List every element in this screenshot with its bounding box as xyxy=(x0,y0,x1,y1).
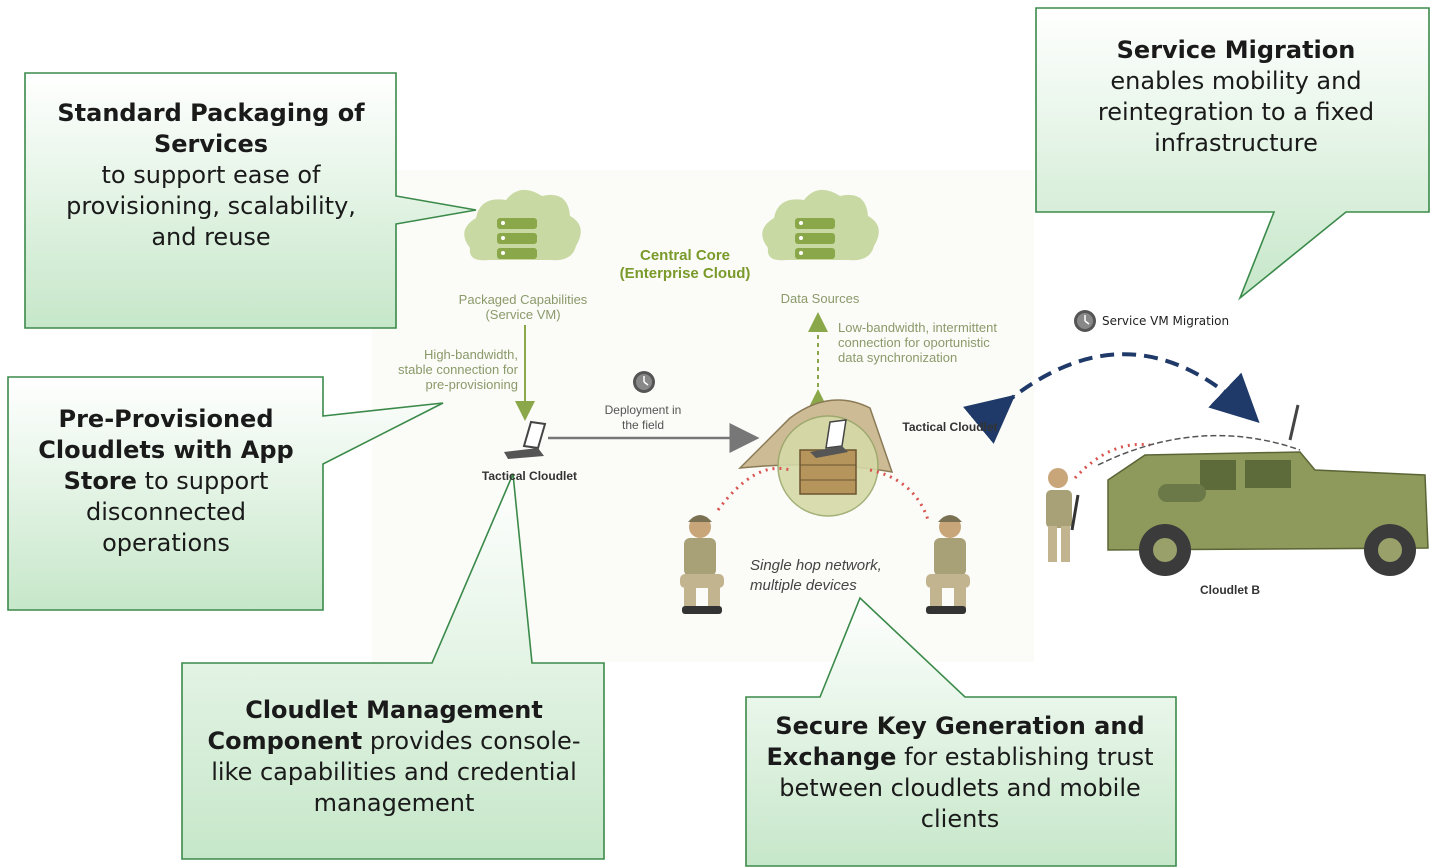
migration-clock-icon xyxy=(1074,310,1096,332)
callout-standard-packaging: Standard Packaging of Services to suppor… xyxy=(40,98,382,253)
callout-cloudlet-mgmt-body: provides console-like capabilities and c… xyxy=(211,727,581,817)
callout-pre-provisioned-title: Pre-Provisioned Cloudlets with App Store xyxy=(38,405,294,495)
humvee-icon xyxy=(1097,404,1429,576)
callout-secure-key-shape xyxy=(745,596,1177,867)
high-bandwidth-label: High-bandwidth, stable connection for pr… xyxy=(398,347,518,392)
tactical-cloudlet-left-label: Tactical Cloudlet xyxy=(481,469,578,483)
service-vm-migration-label: Service VM Migration xyxy=(1102,314,1230,328)
data-sources-label: Data Sources xyxy=(780,291,860,306)
packaged-capabilities-cloud-icon xyxy=(464,189,581,261)
packaged-capabilities-label: Packaged Capabilities (Service VM) xyxy=(458,292,588,322)
callout-pre-provisioned: Pre-Provisioned Cloudlets with App Store… xyxy=(26,404,306,559)
deployment-label: Deployment in the field xyxy=(604,403,682,432)
soldier-right-icon xyxy=(926,515,970,614)
callout-standard-packaging-shape xyxy=(24,72,477,329)
tent-icon xyxy=(737,399,894,517)
callout-pre-provisioned-body: to support disconnected operations xyxy=(85,467,269,557)
callout-pre-provisioned-shape xyxy=(7,376,444,611)
callout-standard-packaging-title: Standard Packaging of Services xyxy=(57,99,365,158)
callout-service-migration-title: Service Migration xyxy=(1116,36,1356,64)
callout-service-migration: Service Migration enables mobility and r… xyxy=(1076,35,1396,159)
tactical-cloudlet-right-label: Tactical Cloudlet xyxy=(902,420,998,434)
callout-cloudlet-mgmt: Cloudlet Management Component provides c… xyxy=(198,695,590,819)
central-core-label: Central Core (Enterprise Cloud) xyxy=(619,247,751,282)
network-link-left xyxy=(716,466,791,511)
cloudlet-b-label: Cloudlet B xyxy=(1200,583,1260,597)
callout-standard-packaging-body: to support ease of provisioning, scalabi… xyxy=(66,161,356,251)
deployment-clock-icon xyxy=(633,371,655,393)
soldier-vehicle-icon xyxy=(1046,468,1080,562)
callout-service-migration-shape xyxy=(1035,7,1430,301)
migration-arrow xyxy=(963,352,1260,444)
data-sources-cloud-icon xyxy=(762,189,879,261)
callout-secure-key-title: Secure Key Generation and Exchange xyxy=(766,712,1145,771)
callout-secure-key: Secure Key Generation and Exchange for e… xyxy=(760,711,1160,835)
soldier-left-icon xyxy=(680,515,724,614)
callout-cloudlet-mgmt-shape xyxy=(181,473,605,860)
callout-secure-key-body: for establishing trust between cloudlets… xyxy=(779,743,1154,833)
callout-cloudlet-mgmt-title: Cloudlet Management Component xyxy=(207,696,543,755)
single-hop-label: Single hop network, multiple devices xyxy=(750,557,882,594)
laptop-icon xyxy=(504,420,547,459)
callout-service-migration-body: enables mobility and reintegration to a … xyxy=(1097,67,1375,157)
network-link-vehicle xyxy=(1073,442,1151,480)
low-bandwidth-label: Low-bandwidth, intermittent connection f… xyxy=(838,320,997,365)
network-link-right xyxy=(869,468,930,521)
